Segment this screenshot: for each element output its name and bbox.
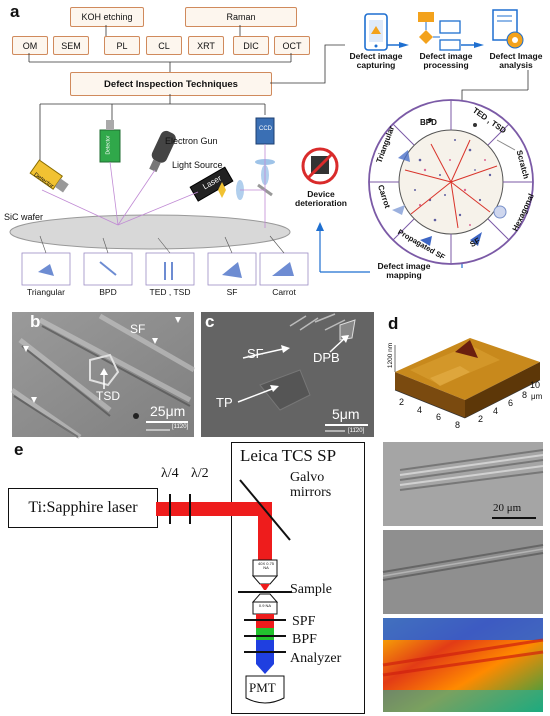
electron-gun-label: Electron Gun [165,136,218,146]
document-analysis-icon [492,9,524,49]
method-om: OM [12,36,48,55]
b-sf-label: SF [130,322,146,336]
sic-wafer-label: SiC wafer [4,212,44,222]
d-xtick-6: 6 [436,412,442,422]
b-direction-label: [11̄20] [172,424,189,430]
phone-camera-icon [364,13,388,51]
galvo-mirrors-label: Galvo mirrors [290,470,332,501]
leica-box [231,442,365,714]
panel-label-b: b [30,312,41,331]
pmt-label: PMT [249,680,276,695]
raman-box: Raman [185,7,297,27]
b-scale-label: 25μm [150,403,186,419]
quarter-wave-label: λ/4 [161,466,179,481]
method-oct: OCT [274,36,310,55]
d-ytick-2: 2 [478,414,484,424]
koh-etching-box: KOH etching [70,7,144,27]
method-pl: PL [104,36,140,55]
flowchart-icon [418,12,461,51]
analyzer-label: Analyzer [290,651,342,666]
light-source-label: Light Source [172,160,223,170]
bpf-label: BPF [292,632,317,647]
pipeline-capturing-label: Defect image capturing [349,51,403,71]
panel-label-e: e [14,440,24,459]
cube-label-ted-tsd: TED , TSD [149,287,191,297]
cube-label-carrot: Carrot [272,287,296,297]
c-dpb-label: DPB [313,350,340,365]
f-scale-label: 20 μm [493,502,522,514]
wheel-bpd-label: BPD [420,118,437,127]
defect-inspection-techniques-box: Defect Inspection Techniques [70,72,272,96]
pipeline-analysis-label: Defect Image analysis [489,51,543,71]
method-cl: CL [146,36,182,55]
d-xtick-2: 2 [399,397,405,407]
d-unit-label: μm [531,392,543,401]
objective-bottom-label: 0.9 NA [258,603,272,608]
objective-top-label: 40X 0.75 NA [258,561,275,571]
panel-label-a: a [10,2,20,21]
c-direction-label: [11̄20] [348,428,365,434]
d-ytick-6: 6 [508,398,514,408]
sample-label: Sample [290,582,332,597]
c-sf-label: SF [247,346,264,361]
panel-label-d: d [388,314,399,333]
d-ytick-4: 4 [493,406,499,416]
half-wave-label: λ/2 [191,466,209,481]
cube-label-bpd: BPD [99,287,117,297]
b-tsd-label: TSD [96,389,120,403]
leica-title: Leica TCS SP [240,446,337,465]
c-scale-label: 5μm [332,406,360,422]
pipeline-processing-label: Defect image processing [419,51,473,71]
method-xrt: XRT [188,36,224,55]
cube-label-sf: SF [226,287,238,297]
c-tp-label: TP [216,395,233,410]
d-ytick-10: 10 [530,380,541,390]
d-xtick-8: 8 [455,420,461,430]
panel-label-c: c [205,312,215,331]
ccd-label: CCD [259,126,272,132]
defect-mapping-label: Defect image mapping [377,261,431,281]
cube-label-triangular: Triangular [27,287,65,297]
device-deterioration-label: Device deterioration [295,189,347,209]
d-ytick-8: 8 [522,390,528,400]
spf-label: SPF [292,614,316,629]
method-dic: DIC [233,36,269,55]
d-xtick-4: 4 [417,405,423,415]
method-sem: SEM [53,36,89,55]
